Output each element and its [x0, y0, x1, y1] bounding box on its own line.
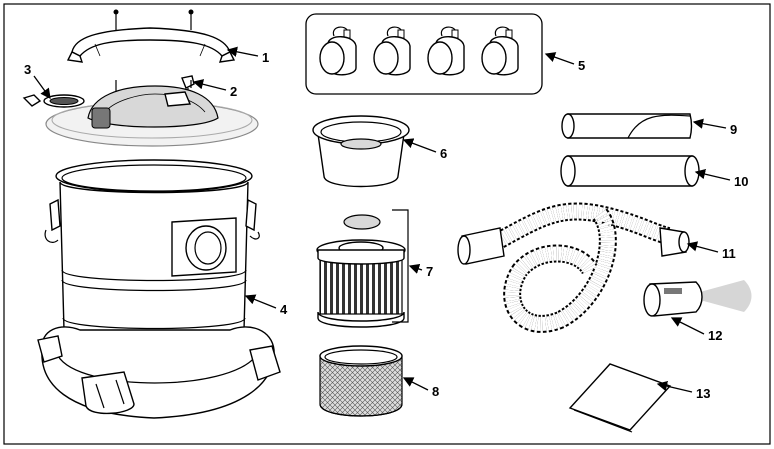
- callout-4: 4: [280, 302, 288, 317]
- cartridge-filter-part: [316, 209, 409, 328]
- callout-12: 12: [708, 328, 722, 343]
- manual-part: [568, 363, 672, 433]
- callout-1: 1: [262, 50, 269, 65]
- callout-6: 6: [440, 146, 447, 161]
- callout-labels: 1 2 3 4 5 6 7 8 9 10 11 12 13: [24, 50, 748, 401]
- crevice-tool-part: [561, 113, 693, 139]
- handle-part: [66, 9, 236, 63]
- callout-10: 10: [734, 174, 748, 189]
- callout-11: 11: [722, 246, 736, 261]
- diagram-border: [3, 3, 771, 445]
- casters-part: [305, 13, 543, 95]
- drain-cap-part: [22, 94, 85, 108]
- extension-wand-part: [560, 155, 700, 187]
- callout-8: 8: [432, 384, 439, 399]
- callout-9: 9: [730, 122, 737, 137]
- filter-bowl-part: [312, 115, 410, 188]
- callout-5: 5: [578, 58, 585, 73]
- callout-13: 13: [696, 386, 710, 401]
- nozzle-light-part: [643, 280, 752, 317]
- powerhead-part: [45, 80, 259, 147]
- callout-2: 2: [230, 84, 237, 99]
- callout-3: 3: [24, 62, 31, 77]
- callout-7: 7: [426, 264, 433, 279]
- drum-part: [37, 159, 281, 419]
- mesh-filter-part: [319, 345, 403, 417]
- hose-part: [457, 202, 690, 333]
- leader-lines: [33, 46, 731, 393]
